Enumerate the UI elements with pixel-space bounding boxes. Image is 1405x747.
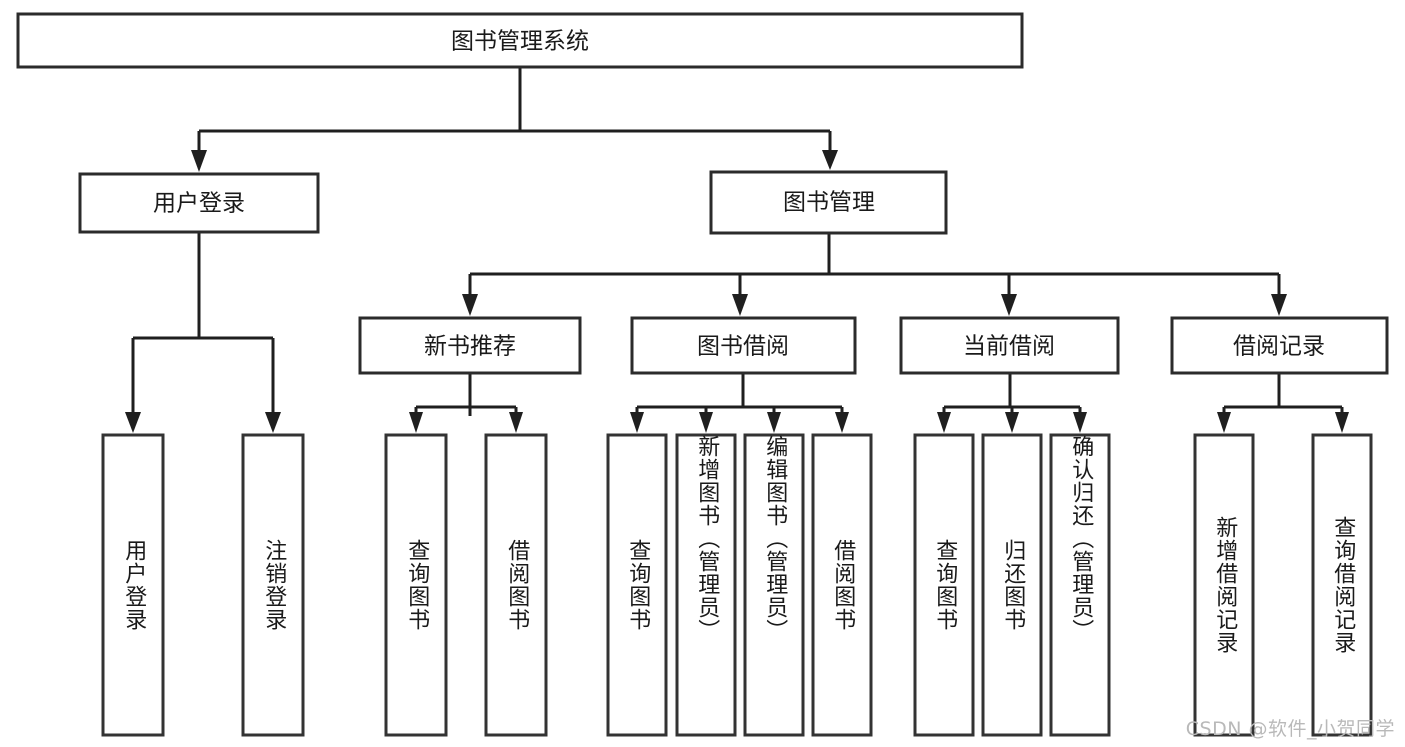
node-book-borrow-box[interactable] xyxy=(630,316,857,375)
node-root-box[interactable] xyxy=(16,12,1024,69)
connector-bookmanage-to-bus xyxy=(468,233,1281,294)
leaf-box-borrow-book-1[interactable] xyxy=(484,433,548,737)
node-user-login-label: 用户登录 xyxy=(153,191,245,217)
arrowhead-leaf-query-book-2 xyxy=(630,412,644,433)
arrowhead-leaf-borrow-book-2 xyxy=(835,412,849,433)
leaf-box-query-record[interactable] xyxy=(1311,433,1373,737)
arrowhead-leaf-add-record xyxy=(1217,412,1231,433)
arrowhead-leaf-return-book xyxy=(1005,412,1019,433)
arrowhead-user-login xyxy=(191,150,207,172)
arrowhead-leaf-user-login xyxy=(125,412,141,433)
leaf-box-return-book[interactable] xyxy=(981,433,1043,737)
node-book-manage-label: 图书管理 xyxy=(783,190,875,216)
leaf-box-logout[interactable] xyxy=(241,433,305,737)
connector-bookborrow-to-leaves xyxy=(635,373,844,416)
arrowhead-leaf-edit-book xyxy=(767,412,781,433)
node-book-manage-box[interactable] xyxy=(709,170,948,235)
node-book-manage[interactable]: 图书管理 xyxy=(709,170,948,235)
arrowhead-leaf-query-record xyxy=(1335,412,1349,433)
connector-currentborrow-to-leaves xyxy=(942,373,1082,416)
node-borrow-record-box[interactable] xyxy=(1170,316,1389,375)
leaf-box-edit-book[interactable] xyxy=(743,433,805,737)
arrowhead-leaf-borrow-book-1 xyxy=(509,412,523,433)
arrowhead-borrow-record xyxy=(1271,294,1287,316)
leaf-box-confirm-return[interactable] xyxy=(1049,433,1111,737)
connector-root-to-bus xyxy=(197,67,832,150)
arrowhead-leaf-logout xyxy=(265,412,281,433)
node-root-label: 图书管理系统 xyxy=(451,29,589,55)
node-current-borrow-label: 当前借阅 xyxy=(963,334,1055,360)
node-borrow-record[interactable]: 借阅记录 xyxy=(1170,316,1389,375)
connector-borrowrecord-to-leaves xyxy=(1222,373,1344,416)
arrowhead-current-borrow xyxy=(1001,294,1017,316)
leaf-box-borrow-book-2[interactable] xyxy=(811,433,873,737)
arrowhead-leaf-query-book-1 xyxy=(409,412,423,433)
arrowhead-book-manage xyxy=(822,150,838,170)
leaf-box-query-book-2[interactable] xyxy=(606,433,668,737)
leaf-boxes-group xyxy=(101,433,1373,737)
connector-newbook-to-leaves xyxy=(414,373,518,416)
connector-userlogin-to-leaves xyxy=(131,232,275,412)
node-user-login[interactable]: 用户登录 xyxy=(78,172,320,234)
leaf-box-add-book[interactable] xyxy=(675,433,737,737)
node-current-borrow-box[interactable] xyxy=(899,316,1120,375)
leaf-box-user-login[interactable] xyxy=(101,433,165,737)
connectors-group xyxy=(125,67,1349,433)
leaf-box-query-book-3[interactable] xyxy=(913,433,975,737)
arrowhead-leaf-confirm-return xyxy=(1073,412,1087,433)
node-current-borrow[interactable]: 当前借阅 xyxy=(899,316,1120,375)
node-root[interactable]: 图书管理系统 xyxy=(16,12,1024,69)
node-book-borrow-label: 图书借阅 xyxy=(697,334,789,360)
csdn-watermark: CSDN @软件_小贺同学 xyxy=(1185,718,1395,740)
node-new-book-rec-box[interactable] xyxy=(358,316,582,375)
node-new-book-rec-label: 新书推荐 xyxy=(424,334,516,360)
arrowhead-leaf-query-book-3 xyxy=(937,412,951,433)
arrowhead-book-borrow xyxy=(732,294,748,316)
node-new-book-rec[interactable]: 新书推荐 xyxy=(358,316,582,375)
leaf-box-query-book-1[interactable] xyxy=(384,433,448,737)
arrowhead-new-book-rec xyxy=(462,294,478,316)
node-book-borrow[interactable]: 图书借阅 xyxy=(630,316,857,375)
node-user-login-box[interactable] xyxy=(78,172,320,234)
node-borrow-record-label: 借阅记录 xyxy=(1233,334,1325,360)
leaf-box-add-record[interactable] xyxy=(1193,433,1255,737)
arrowhead-leaf-add-book xyxy=(699,412,713,433)
